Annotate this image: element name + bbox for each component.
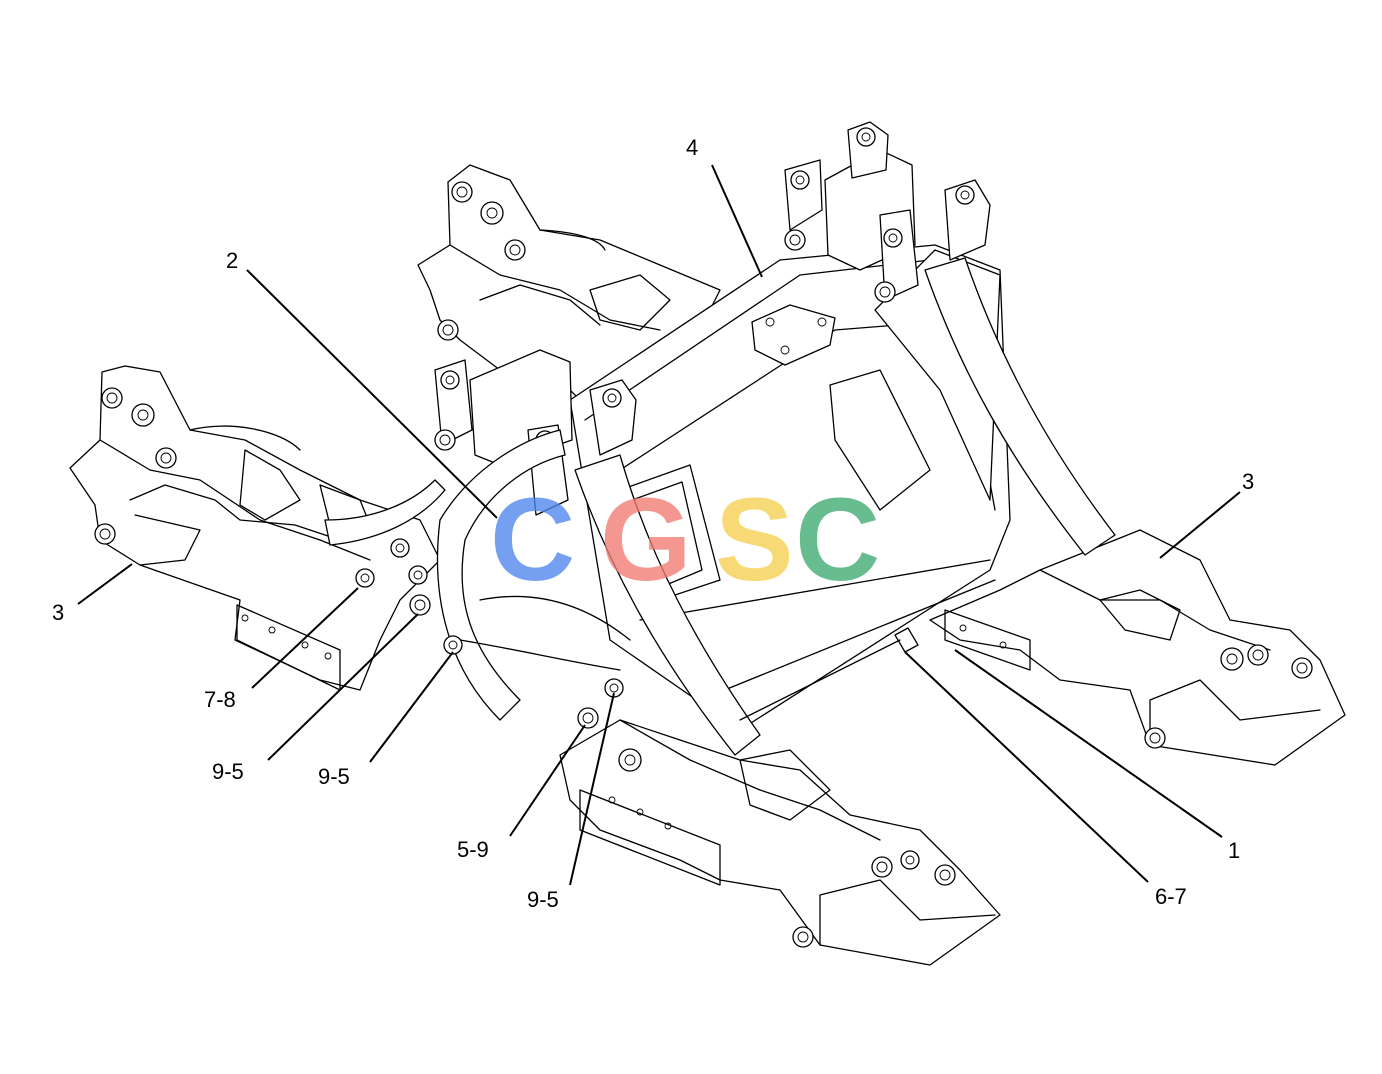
watermark-letter-3: S bbox=[715, 474, 794, 606]
watermark-letter-2: G bbox=[600, 474, 692, 606]
watermark-letter-1: C bbox=[490, 474, 575, 606]
watermark: C G S C bbox=[490, 474, 880, 606]
leader-2 bbox=[246, 269, 498, 519]
leader-9-5-b bbox=[369, 651, 454, 763]
watermark-letter-4: C bbox=[795, 474, 880, 606]
callout-9-5-b: 9-5 bbox=[318, 764, 350, 789]
leader-9-5-a bbox=[267, 613, 419, 761]
callout-7-8: 7-8 bbox=[204, 687, 236, 712]
callout-5-9: 5-9 bbox=[457, 837, 489, 862]
callout-3-left: 3 bbox=[52, 600, 64, 625]
front-track-frame bbox=[559, 719, 1001, 966]
left-track-frame bbox=[69, 365, 441, 691]
leader-3-right bbox=[1159, 491, 1241, 559]
callout-2: 2 bbox=[226, 248, 238, 273]
callout-labels: 4 2 3 3 7-8 9-5 9-5 5-9 9-5 1 6-7 bbox=[52, 135, 1254, 912]
leader-6-7 bbox=[904, 651, 1149, 883]
callout-3-right: 3 bbox=[1242, 469, 1254, 494]
leader-3-left bbox=[77, 563, 133, 605]
leader-1 bbox=[954, 649, 1223, 838]
leader-9-5-c bbox=[569, 692, 615, 886]
callout-9-5-a: 9-5 bbox=[212, 759, 244, 784]
leader-4 bbox=[711, 164, 763, 278]
right-track-frame bbox=[929, 529, 1346, 766]
leader-5-9 bbox=[509, 724, 586, 837]
callout-6-7: 6-7 bbox=[1155, 884, 1187, 909]
leader-7-8 bbox=[251, 587, 359, 689]
leader-lines bbox=[77, 164, 1241, 886]
callout-4: 4 bbox=[686, 135, 698, 160]
callout-9-5-c: 9-5 bbox=[527, 887, 559, 912]
equalizer-arches bbox=[324, 257, 1116, 756]
callout-1: 1 bbox=[1228, 838, 1240, 863]
